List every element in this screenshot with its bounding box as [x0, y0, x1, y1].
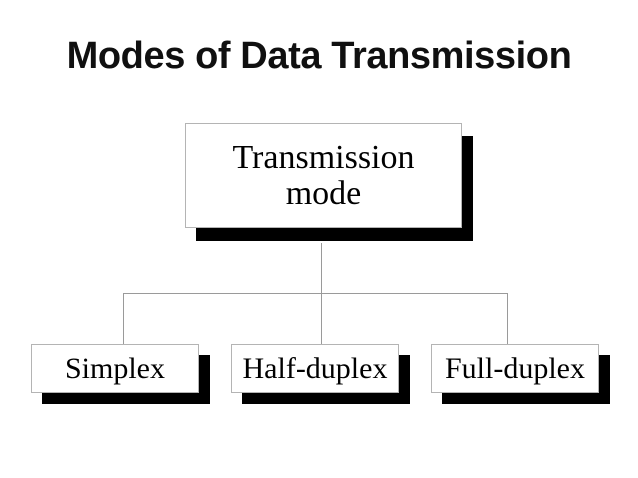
node-half-duplex[interactable]: Half-duplex: [231, 344, 399, 393]
node-transmission-mode-label: Transmission mode: [232, 138, 415, 212]
node-simplex[interactable]: Simplex: [31, 344, 199, 393]
node-half-duplex-label: Half-duplex: [242, 351, 388, 385]
connector-drop-full-duplex: [507, 293, 508, 345]
node-transmission-mode[interactable]: Transmission mode: [185, 123, 462, 228]
node-full-duplex[interactable]: Full-duplex: [431, 344, 599, 393]
connector-root-stem: [321, 243, 322, 294]
node-simplex-label: Simplex: [64, 351, 165, 385]
connector-drop-simplex: [123, 293, 124, 345]
page-title: Modes of Data Transmission: [66, 35, 572, 77]
connector-horizontal-bar: [123, 293, 508, 294]
node-full-duplex-label: Full-duplex: [445, 351, 585, 385]
connector-drop-half-duplex: [321, 293, 322, 345]
